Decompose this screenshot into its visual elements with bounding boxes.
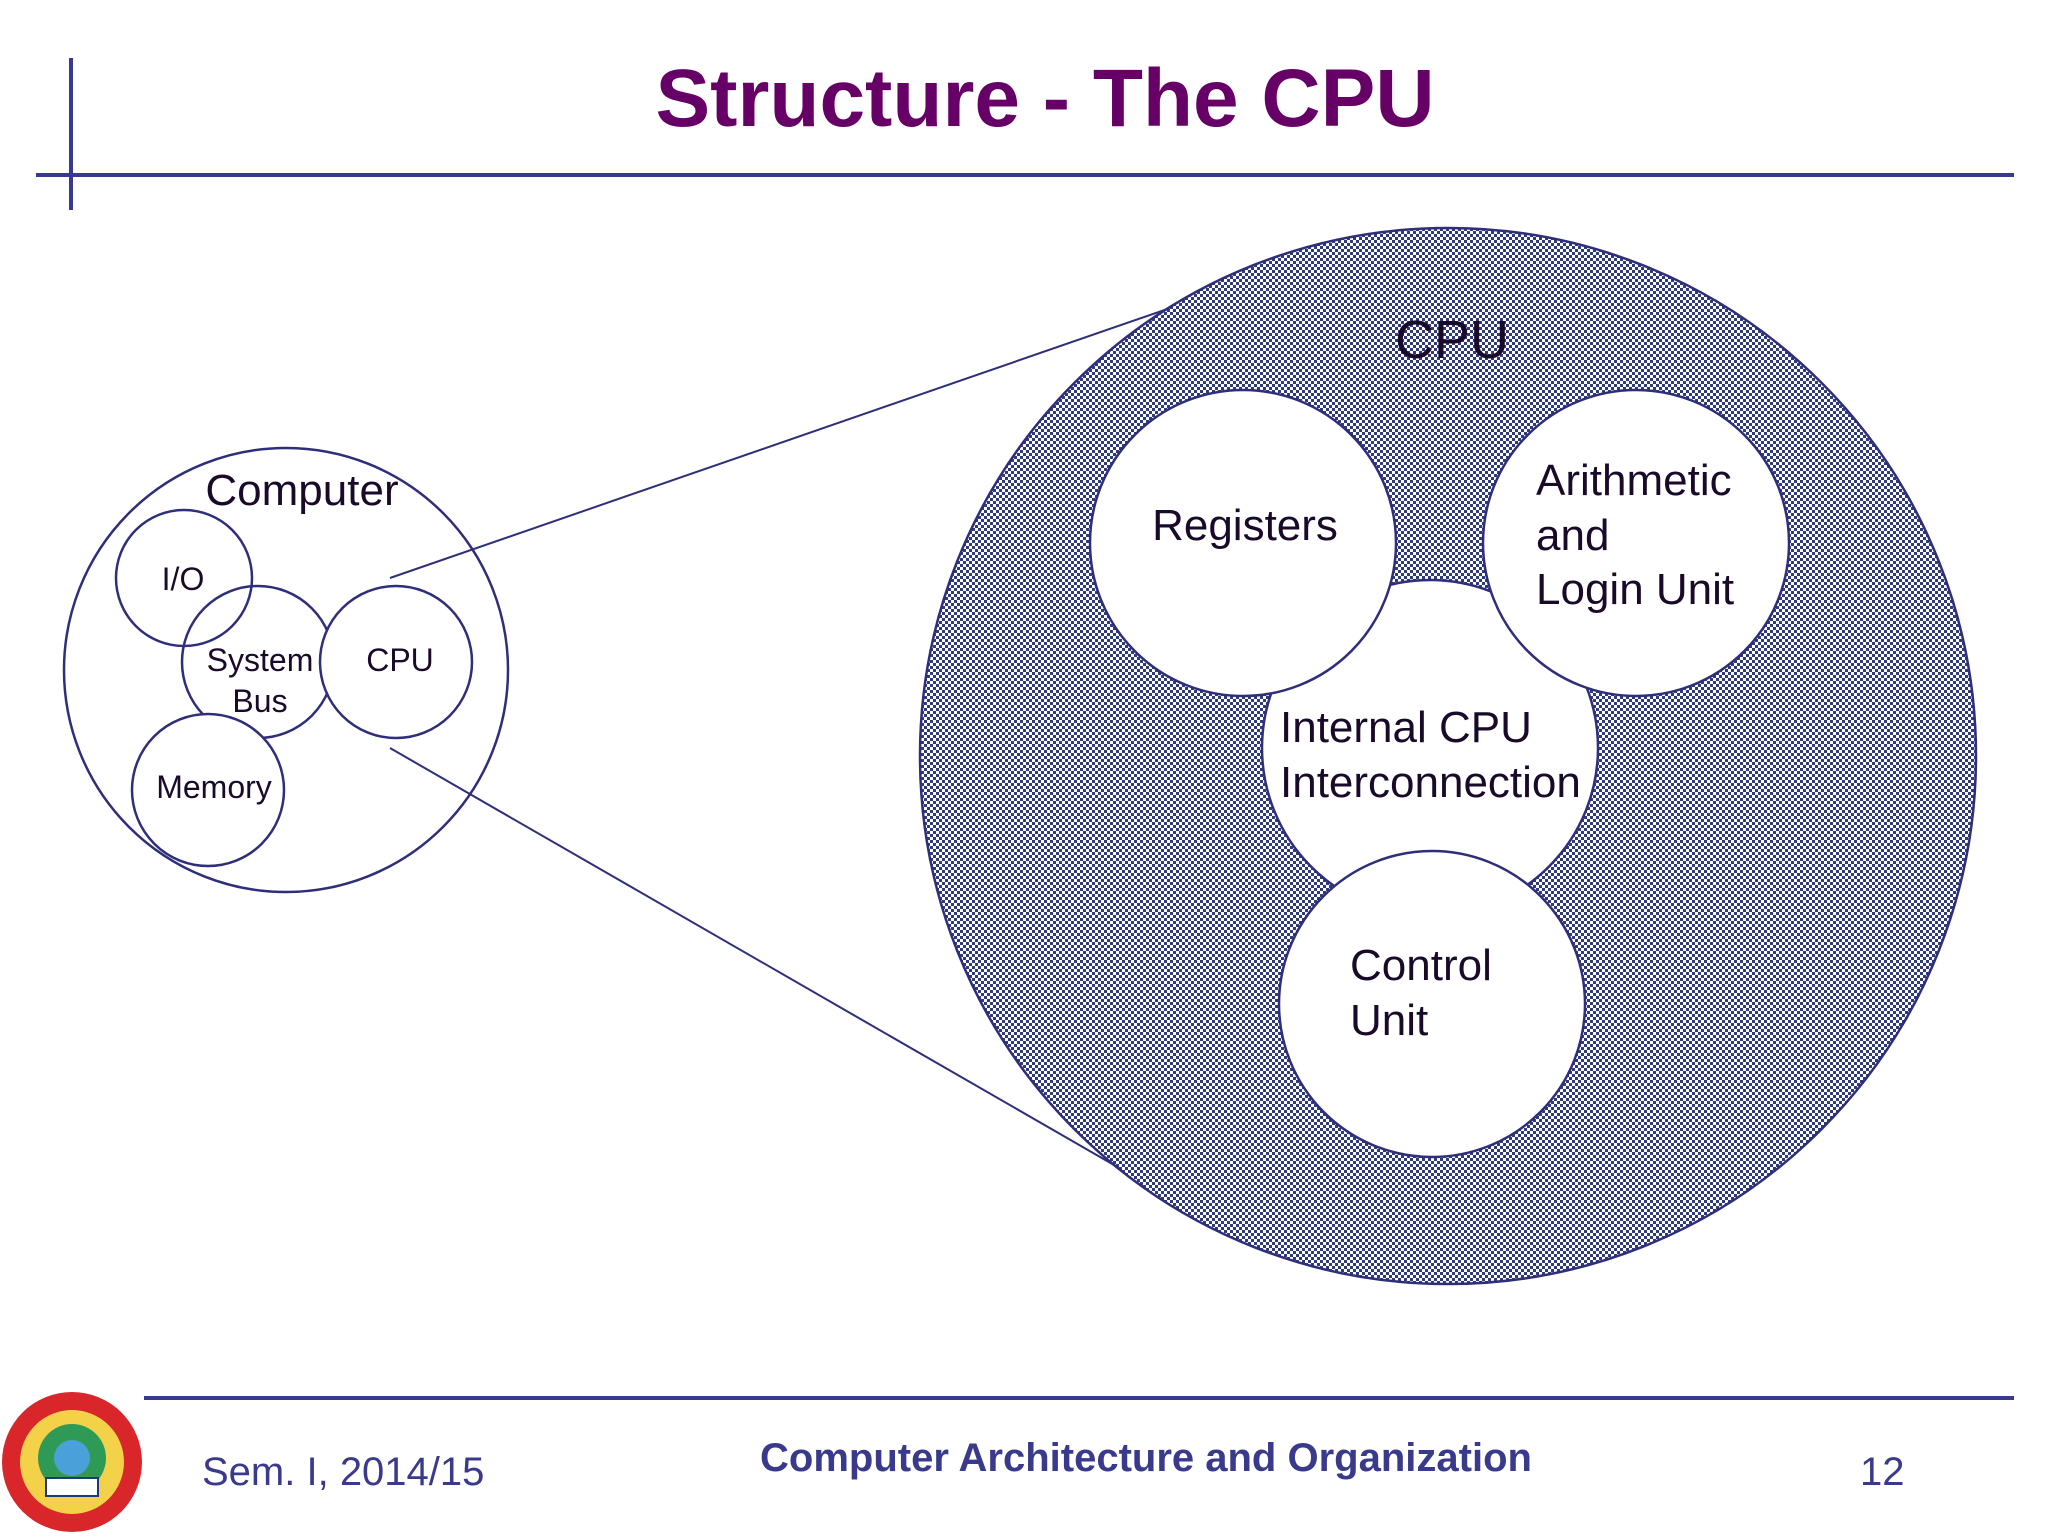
title-horizontal-rule (36, 173, 2014, 177)
cpu-detail-diagram: CPU Registers Arithmetic and Login Unit … (918, 226, 1978, 1286)
zoom-line-bottom (389, 747, 1141, 1181)
alu-label-line1: Arithmetic (1536, 456, 1732, 505)
registers-circle (1088, 388, 1398, 698)
control-unit-label-line1: Control (1350, 941, 1492, 990)
footer-rule (144, 1396, 2014, 1400)
control-unit-label-line2: Unit (1350, 996, 1428, 1045)
computer-circle (62, 446, 510, 894)
small-cpu-circle (318, 584, 474, 740)
system-bus-label-line1: System (207, 642, 314, 678)
computer-diagram: Computer I/O System Bus CPU Memory (62, 446, 510, 894)
alu-circle (1481, 388, 1791, 698)
alu-label-line3: Login Unit (1536, 565, 1734, 614)
alu-label-line2: and (1536, 511, 1609, 560)
footer-page-number: 12 (1860, 1450, 1905, 1494)
small-cpu-label: CPU (366, 642, 434, 678)
control-unit-circle (1277, 849, 1587, 1159)
interconnect-label-line1: Internal CPU (1280, 703, 1532, 752)
interconnect-label-line2: Interconnection (1280, 758, 1581, 807)
registers-label: Registers (1152, 501, 1338, 550)
footer-course-title: Computer Architecture and Organization (760, 1436, 1532, 1480)
cpu-detail-label: CPU (1395, 310, 1509, 370)
footer-semester: Sem. I, 2014/15 (202, 1450, 485, 1494)
memory-label: Memory (156, 769, 272, 805)
slide-title: Structure - The CPU (655, 53, 1435, 144)
university-seal-icon (2, 1392, 142, 1532)
computer-label: Computer (205, 466, 398, 515)
zoom-line-top (389, 269, 1281, 579)
system-bus-label-line2: Bus (232, 683, 287, 719)
memory-circle (130, 712, 286, 868)
io-label: I/O (162, 561, 205, 597)
title-vertical-rule (69, 58, 73, 210)
